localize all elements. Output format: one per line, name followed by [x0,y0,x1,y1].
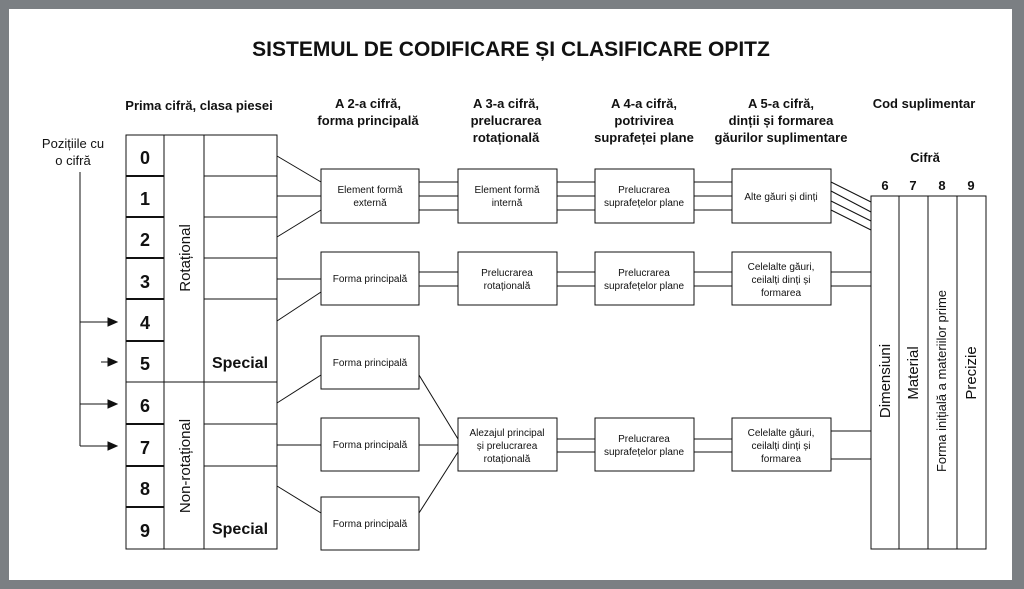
special-non-rotational: Special [212,521,268,538]
box-b12-l1: Alezajul principal [469,428,544,439]
box-main-form-3 [320,417,420,472]
box-main-form-2 [320,335,420,390]
box-b14-l1: Celelalte găuri, [748,428,815,439]
box-b12-l3: rotațională [484,454,531,465]
box-b5-l1: Forma principală [333,274,408,285]
special-rotational: Special [212,355,268,372]
header-third-digit-l2: prelucrarea [471,113,543,128]
header-fourth-digit-l1: A 4-a cifră, [611,96,677,111]
box-b2-l2: internă [492,198,523,209]
box-other-holes-forming-1 [731,251,832,306]
box-plane-surface-machining-2 [594,251,695,306]
header-cifra: Cifră [910,150,940,165]
header-third-digit-l3: rotațională [473,130,540,145]
box-internal-form-element [457,168,558,224]
box-main-bore-rotational [457,417,558,472]
box-b14-l2: ceilalți dinți și [752,441,811,452]
header-second-digit-l1: A 2-a cifră, [335,96,401,111]
box-b4-l1: Alte găuri și dinți [744,192,817,203]
first-digit-table [125,134,278,550]
digit-2: 2 [140,230,150,250]
header-second-digit-l2: forma principală [317,113,419,128]
opitz-diagram: SISTEMUL DE CODIFICARE ȘI CLASIFICARE OP… [42,38,987,551]
box-other-holes-forming-2 [731,417,832,472]
header-fifth-digit-l2: dinții și formarea [729,113,835,128]
header-fifth-digit-l1: A 5-a cifră, [748,96,814,111]
process-boxes [320,168,832,551]
supp-digit-9: 9 [967,178,974,193]
digit-3: 3 [140,272,150,292]
box-b1-l2: externă [353,198,387,209]
box-rotational-machining [457,251,558,306]
supp-dimensions-label: Dimensiuni [877,344,894,418]
box-b13-l2: suprafețelor plane [604,447,684,458]
header-first-digit: Prima cifră, clasa piesei [125,98,272,113]
rotational-label: Rotațional [177,224,194,292]
digit-0: 0 [140,148,150,168]
box-main-form-1 [320,251,420,306]
position-arrows [79,172,119,451]
box-plane-surface-machining-1 [594,168,695,224]
connector-lines [276,155,872,514]
box-b13-l1: Prelucrarea [618,434,670,445]
diagram-title: SISTEMUL DE CODIFICARE ȘI CLASIFICARE OP… [252,38,770,61]
box-b7-l2: suprafețelor plane [604,281,684,292]
supp-initial-form-label: Forma inițială a materiilor prime [934,290,949,472]
digit-8: 8 [140,479,150,499]
box-b2-l1: Element formă [474,185,539,196]
box-external-form-element [320,168,420,224]
header-third-digit-l1: A 3-a cifră, [473,96,539,111]
box-b3-l2: suprafețelor plane [604,198,684,209]
supp-digit-6: 6 [881,178,888,193]
box-b8-l2: ceilalți dinți și [752,275,811,286]
digit-9: 9 [140,521,150,541]
supp-material-label: Material [905,346,922,399]
positions-label-l2: o cifră [55,153,91,168]
box-b8-l1: Celelalte găuri, [748,262,815,273]
supp-digit-7: 7 [909,178,916,193]
digit-6: 6 [140,396,150,416]
non-rotational-label: Non-rotațional [177,419,194,513]
digit-5: 5 [140,354,150,374]
diagram-frame: SISTEMUL DE CODIFICARE ȘI CLASIFICARE OP… [9,9,1012,580]
header-fourth-digit-l2: potrivirea [614,113,674,128]
box-b14-l3: formarea [761,454,801,465]
box-b3-l1: Prelucrarea [618,185,670,196]
box-other-holes-teeth [731,168,832,224]
box-plane-surface-machining-3 [594,417,695,472]
digit-4: 4 [140,313,150,333]
digit-7: 7 [140,438,150,458]
box-b6-l2: rotațională [484,281,531,292]
digit-1: 1 [140,189,150,209]
box-b9-l1: Forma principală [333,358,408,369]
supp-precision-label: Precizie [963,346,980,399]
box-b10-l1: Forma principală [333,440,408,451]
box-b7-l1: Prelucrarea [618,268,670,279]
header-fourth-digit-l3: suprafeței plane [594,130,694,145]
box-main-form-4 [320,496,420,551]
header-fifth-digit-l3: găurilor suplimentare [715,130,848,145]
box-b1-l1: Element formă [337,185,402,196]
box-b6-l1: Prelucrarea [481,268,533,279]
supp-digit-8: 8 [938,178,945,193]
box-b8-l3: formarea [761,288,801,299]
positions-label-l1: Pozițiile cu [42,136,104,151]
supplementary-table [870,195,987,550]
header-supplementary: Cod suplimentar [873,96,976,111]
box-b12-l2: și prelucrarea [477,441,538,452]
box-b11-l1: Forma principală [333,519,408,530]
